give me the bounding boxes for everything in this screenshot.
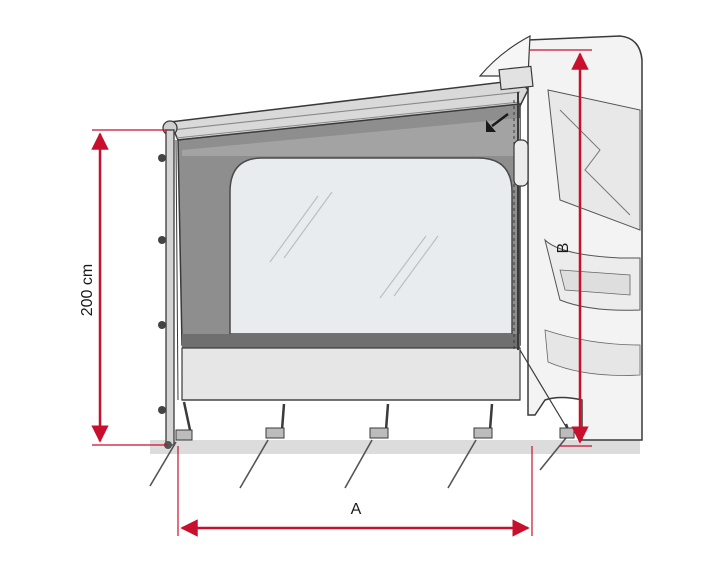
arrow-icon: [486, 113, 509, 132]
ground-shadow: [150, 440, 640, 454]
width-dimension: A: [177, 446, 533, 537]
height-dimension: 200 cm: [79, 129, 168, 446]
tent-peg-icon: [239, 403, 286, 489]
window: [229, 157, 513, 335]
vehicle: [478, 34, 643, 441]
vehicle-height-label: B: [555, 243, 572, 254]
tent-peg-icon: [539, 423, 575, 471]
tent-peg-icon: [447, 403, 494, 489]
bottom-skirt: [181, 347, 521, 401]
width-label: A: [351, 501, 362, 518]
awning-pole-icon: [158, 129, 179, 449]
tent-peg-icon: [149, 401, 193, 487]
vehicle-height-dimension: B: [530, 49, 592, 447]
rail-channel: [513, 92, 569, 431]
tent-peg-icon: [344, 403, 390, 489]
side-panel: [177, 103, 521, 401]
height-label: 200 cm: [79, 264, 96, 316]
